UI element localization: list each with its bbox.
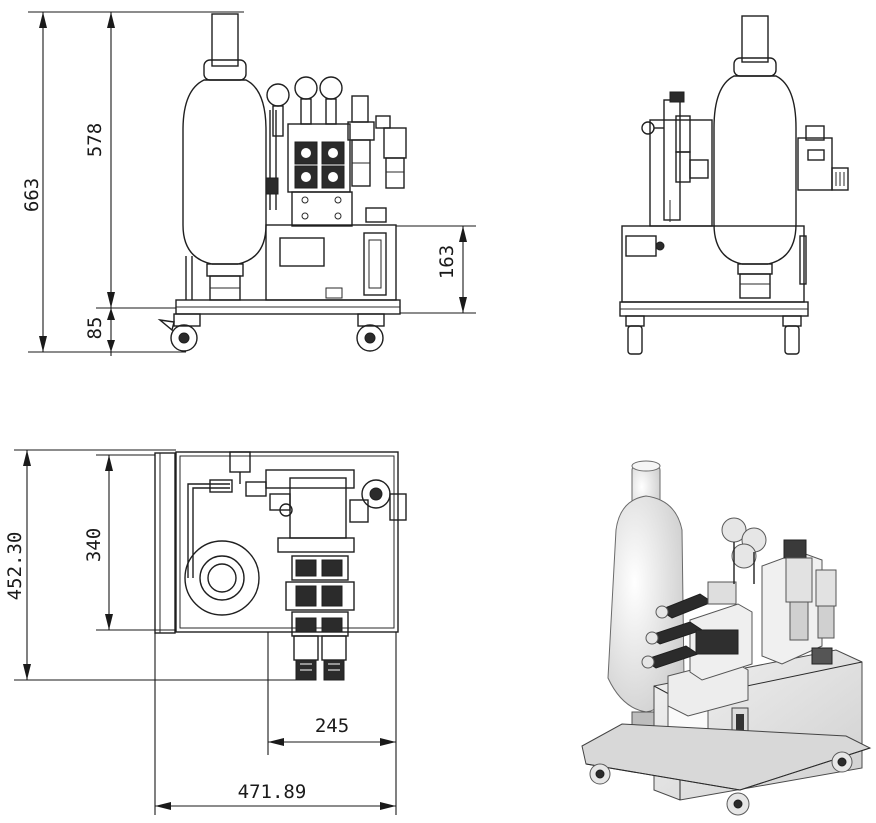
isometric-view	[581, 460, 872, 816]
top-manifold-block	[265, 469, 407, 553]
top-valve-stack	[285, 555, 355, 681]
top-accumulator	[184, 540, 260, 616]
front-filter-regulator	[347, 95, 407, 223]
top-piping	[187, 451, 267, 578]
iso-filter-regulator	[761, 539, 837, 665]
side-manifold	[641, 91, 713, 227]
top-dimensions: 452.30 340 245 471.89	[4, 449, 397, 815]
top-base-plate	[154, 451, 399, 634]
front-accumulator	[182, 13, 267, 301]
side-solenoid-valve	[797, 125, 849, 191]
front-height-total-label: 663	[21, 178, 43, 212]
side-tank	[621, 225, 807, 303]
front-height-upper-label: 578	[84, 123, 106, 157]
side-view	[619, 15, 849, 355]
front-dimensions: 663 578 85 163	[21, 11, 476, 356]
iso-frame	[581, 723, 872, 791]
front-casters	[157, 313, 385, 352]
side-casters	[625, 315, 802, 355]
front-tank-height-label: 163	[436, 245, 458, 279]
front-tank	[265, 224, 397, 301]
top-view	[154, 451, 407, 681]
iso-casters	[589, 751, 853, 816]
top-depth-inner-label: 340	[83, 528, 105, 562]
front-valve-stack	[265, 123, 353, 227]
front-view	[157, 13, 407, 352]
front-frame	[175, 256, 401, 315]
iso-valve-block	[641, 581, 753, 717]
iso-gauges	[721, 517, 767, 584]
side-accumulator	[713, 15, 797, 299]
top-width-total-label: 471.89	[238, 781, 307, 803]
side-frame	[619, 301, 809, 317]
top-depth-total-label: 452.30	[4, 532, 26, 601]
top-width-partial-label: 245	[315, 715, 349, 737]
front-base-height-label: 85	[84, 317, 106, 340]
